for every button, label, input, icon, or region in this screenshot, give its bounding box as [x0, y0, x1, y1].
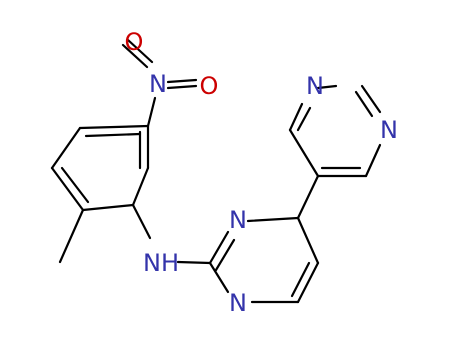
bond-pyr-c5-c6-inner	[290, 261, 311, 298]
bond-pyr-n1-c2	[208, 261, 230, 294]
bond-nitro-o-top-2	[121, 43, 149, 69]
bond-ring-c3-c4-inner	[60, 166, 90, 204]
bond-nitro-ring	[146, 96, 157, 128]
bond-pyr-pyr-link	[296, 174, 320, 220]
bond-up-c2-n3	[316, 84, 338, 90]
bond-pyr-c2-n3-inner	[214, 238, 236, 272]
nitrogen-atom-pyr-lower-n3: N	[229, 206, 247, 234]
oxygen-atom-right: O	[200, 72, 219, 100]
oxygen-atom-top: O	[125, 28, 144, 56]
nitrogen-atom-pyr-upper-n1: N	[380, 116, 398, 144]
bond-methyl	[58, 208, 85, 264]
bond-ring-c2-c3	[50, 126, 82, 170]
nitrogen-atom-nitro: N	[149, 70, 167, 98]
bond-up-c4-n3	[288, 102, 304, 132]
bond-ring-c1-c2	[78, 124, 150, 130]
bond-nh-pyrimidine	[176, 260, 212, 265]
bond-ring-c5-c6	[131, 166, 150, 207]
bond-pyr-c4-c5	[296, 216, 320, 265]
bond-up-n1-c2	[360, 84, 382, 114]
bond-up-c6-n1	[364, 143, 382, 178]
bond-ring-c1-c2-inner	[84, 132, 142, 138]
bond-up-c4-n3-inner	[296, 106, 312, 132]
bond-layer	[50, 38, 382, 304]
bond-up-n1-c2-inner	[354, 90, 374, 118]
bond-pyr-c2-n3	[208, 230, 230, 265]
bond-up-c5-c4	[288, 128, 320, 178]
bond-nitro-o-top-1	[126, 38, 154, 64]
bond-ring-c3-c4	[50, 166, 85, 212]
bond-ring-nh	[131, 203, 152, 240]
bond-pyr-n3-c4	[246, 216, 300, 223]
bond-nitro-o-right-1	[166, 84, 198, 90]
bond-ring-c4-c5	[81, 203, 135, 212]
nitrogen-atom-pyr-upper-n3: N	[306, 72, 324, 100]
bond-pyr-c5-c6	[296, 261, 320, 304]
bond-nitro-o-right-2	[166, 78, 198, 84]
nitrogen-atom-pyr-lower-n1: N	[229, 289, 247, 317]
amine-nh-label: NH	[143, 249, 179, 277]
